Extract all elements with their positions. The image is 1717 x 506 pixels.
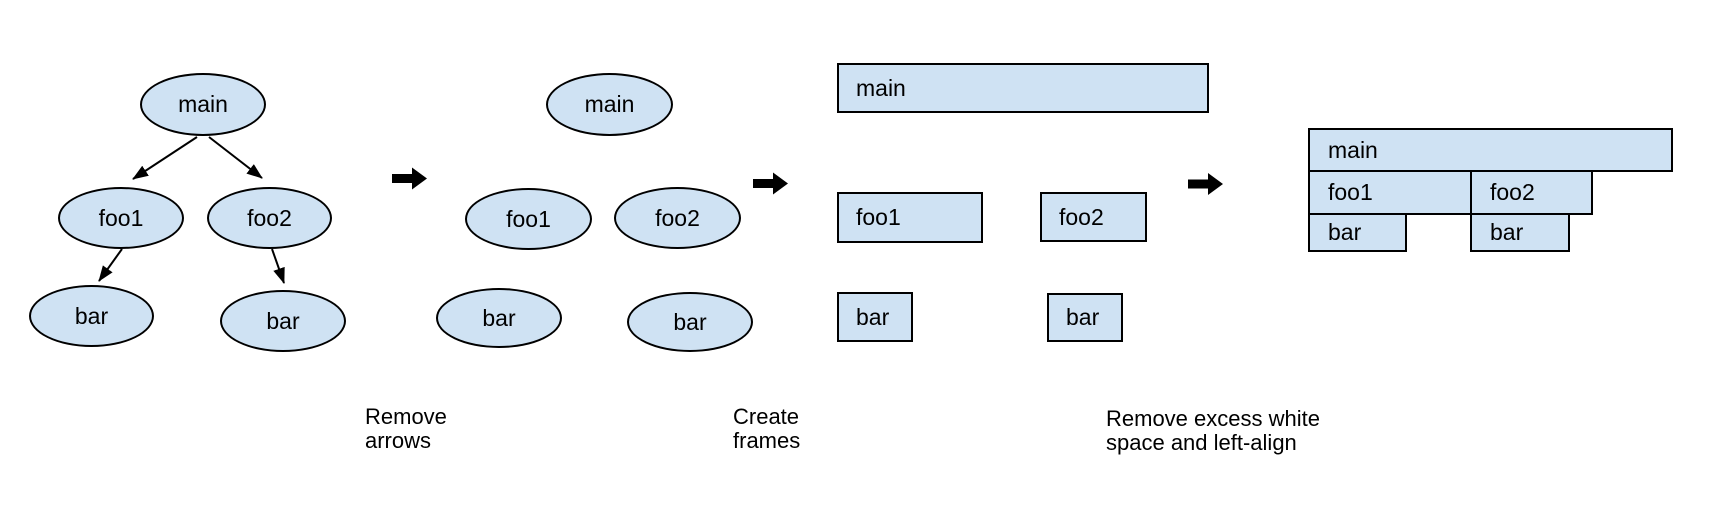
noarrows-node-bar-left: bar xyxy=(436,288,562,348)
tree-node-main: main xyxy=(140,73,266,136)
node-label: bar xyxy=(74,302,109,329)
node-label: foo1 xyxy=(1328,179,1373,205)
node-label: foo2 xyxy=(1059,203,1104,230)
edge-foo2-bar xyxy=(271,248,285,284)
flame-node-bar-left: bar xyxy=(1308,213,1407,252)
node-label: main xyxy=(178,91,228,117)
step-caption-left-align: Remove excess white space and left-align xyxy=(1106,406,1320,455)
flame-node-bar-right: bar xyxy=(1470,213,1570,252)
flame-node-foo2: foo2 xyxy=(1470,170,1593,215)
node-label: foo1 xyxy=(98,204,144,231)
tree-node-bar-left: bar xyxy=(29,285,154,347)
edge-foo1-bar xyxy=(98,248,123,282)
frames-node-bar-left: bar xyxy=(837,292,913,342)
edge-main-foo2 xyxy=(208,136,263,179)
node-label: bar xyxy=(482,304,516,331)
frames-node-bar-right: bar xyxy=(1047,293,1123,342)
tree-node-foo1: foo1 xyxy=(58,187,184,249)
node-label: bar xyxy=(856,303,890,330)
node-label: main xyxy=(1328,136,1378,163)
tree-node-foo2: foo2 xyxy=(207,187,332,249)
frames-node-main: main xyxy=(837,63,1209,113)
node-label: main xyxy=(856,74,906,101)
node-label: main xyxy=(584,91,635,117)
node-label: bar xyxy=(1490,219,1524,245)
flame-node-foo1: foo1 xyxy=(1308,170,1472,215)
right-arrow-icon xyxy=(392,167,427,190)
edge-main-foo1 xyxy=(132,136,198,180)
noarrows-node-foo1: foo1 xyxy=(465,188,592,250)
node-label: foo2 xyxy=(247,204,292,231)
frames-node-foo2: foo2 xyxy=(1040,192,1147,242)
node-label: bar xyxy=(1066,304,1100,330)
node-label: bar xyxy=(266,307,300,334)
noarrows-node-main: main xyxy=(546,73,673,136)
node-label: foo1 xyxy=(856,204,901,230)
node-label: bar xyxy=(673,308,707,335)
node-label: foo1 xyxy=(506,205,551,232)
step-caption-remove-arrows: Remove arrows xyxy=(365,404,447,453)
node-label: bar xyxy=(1328,219,1362,245)
tree-node-bar-right: bar xyxy=(220,290,346,352)
step-caption-create-frames: Create frames xyxy=(733,404,801,453)
node-label: foo2 xyxy=(655,204,700,231)
flame-node-main: main xyxy=(1308,128,1673,172)
noarrows-node-foo2: foo2 xyxy=(614,187,741,249)
right-arrow-icon xyxy=(753,172,788,195)
noarrows-node-bar-right: bar xyxy=(627,292,753,352)
node-label: foo2 xyxy=(1490,179,1535,205)
frames-node-foo1: foo1 xyxy=(837,192,983,243)
right-arrow-icon xyxy=(1188,173,1223,195)
